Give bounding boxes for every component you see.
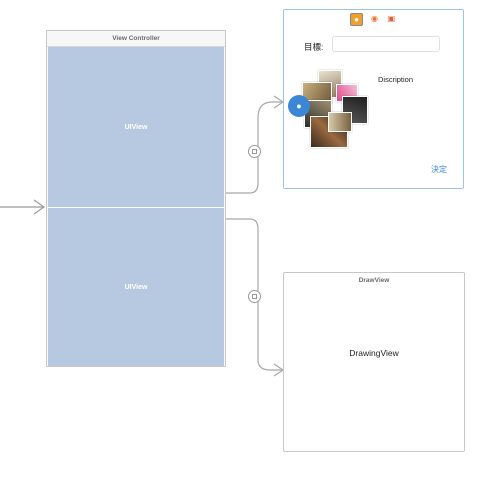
info-icon: ● (288, 95, 310, 117)
entry-point-arrowhead (33, 199, 46, 215)
segue-arrowhead-draw (273, 363, 285, 377)
first-responder-icon[interactable]: ◉ (371, 14, 378, 23)
scene-dock: ● ◉ ▣ (284, 13, 463, 27)
view-controller-scene[interactable]: View Controller UIView UIView (46, 30, 226, 367)
view-controller-title[interactable]: View Controller (47, 31, 225, 47)
draw-view-title[interactable]: DrawView (358, 277, 390, 284)
description-label: Discription (378, 75, 414, 84)
photo-thumbnail (328, 112, 352, 132)
photo-collage[interactable]: ● (288, 68, 376, 150)
segue-badge-draw[interactable] (248, 290, 261, 303)
uview-top-label: UIView (124, 123, 148, 131)
uview-bottom[interactable]: UIView (48, 208, 224, 366)
goal-input[interactable] (332, 36, 440, 52)
view-divider (48, 207, 224, 208)
segue-badge-popup[interactable] (248, 145, 261, 158)
uview-bottom-label: UIView (124, 283, 148, 291)
decide-button[interactable]: 決定 (431, 165, 447, 174)
draw-view-scene[interactable]: DrawView DrawingView (283, 272, 465, 452)
popup-scene[interactable]: ● ◉ ▣ 目標: ● Discription 決定 (283, 9, 464, 189)
segue-icon (252, 294, 257, 299)
segue-arrowhead-popup (273, 95, 285, 109)
goal-label: 目標: (304, 42, 324, 52)
uview-top[interactable]: UIView (48, 47, 224, 207)
view-controller-icon[interactable]: ● (350, 13, 363, 26)
exit-icon[interactable]: ▣ (387, 14, 396, 23)
drawing-view-label: DrawingView (349, 348, 399, 358)
segue-icon (252, 149, 257, 154)
